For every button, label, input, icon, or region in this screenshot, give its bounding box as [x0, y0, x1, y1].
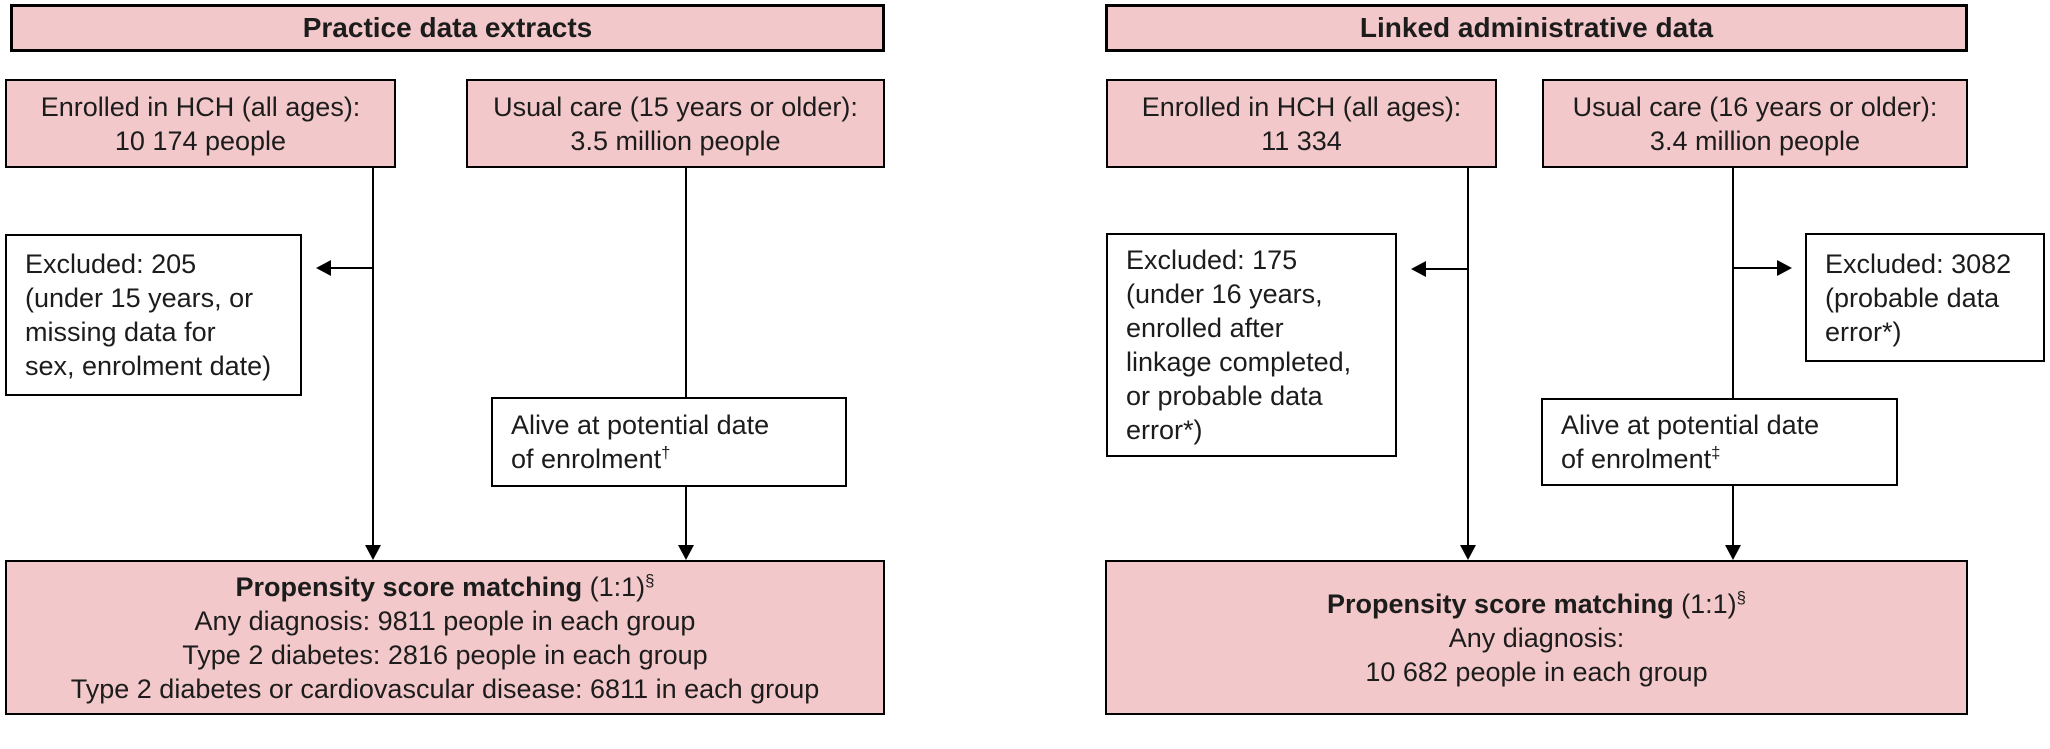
- panel-header-linked-admin: Linked administrative data: [1105, 4, 1968, 52]
- alive-text: Alive at potential date of enrolment‡: [1561, 410, 1820, 474]
- flow-line: [685, 168, 687, 397]
- matching-title: Propensity score matching (1:1)§: [235, 570, 655, 602]
- enrolled-hch-box-linked: Enrolled in HCH (all ages): 11 334: [1106, 79, 1497, 168]
- section-footnote-mark: §: [1736, 587, 1746, 607]
- flow-line: [1732, 486, 1734, 548]
- propensity-matching-box-linked: Propensity score matching (1:1)§ Any dia…: [1105, 560, 1968, 715]
- dagger-footnote-mark: †: [661, 443, 671, 462]
- arrow-left-icon: [316, 260, 331, 276]
- enrolled-hch-text: Enrolled in HCH (all ages): 11 334: [1141, 91, 1462, 156]
- arrow-down-icon: [1725, 545, 1741, 560]
- flow-line: [372, 168, 374, 548]
- section-footnote-mark: §: [645, 570, 655, 590]
- arrow-left-icon: [1411, 261, 1426, 277]
- alive-text: Alive at potential date of enrolment†: [511, 410, 770, 474]
- excluded-text: Excluded: 205 (under 15 years, or missin…: [25, 249, 272, 381]
- matching-details: Any diagnosis: 9811 people in each group…: [70, 605, 820, 704]
- flow-line: [1732, 168, 1734, 398]
- alive-box-practice: Alive at potential date of enrolment†: [491, 397, 847, 487]
- arrow-right-icon: [1777, 260, 1792, 276]
- arrow-down-icon: [678, 545, 694, 560]
- panel-header-practice-data: Practice data extracts: [10, 4, 885, 52]
- arrow-down-icon: [365, 545, 381, 560]
- enrolled-hch-text: Enrolled in HCH (all ages): 10 174 peopl…: [40, 91, 361, 156]
- excluded-box-linked-hch: Excluded: 175 (under 16 years, enrolled …: [1106, 233, 1397, 457]
- flow-line: [1425, 268, 1469, 270]
- usual-care-box-linked: Usual care (16 years or older): 3.4 mill…: [1542, 79, 1968, 168]
- alive-box-linked: Alive at potential date of enrolment‡: [1541, 398, 1898, 486]
- matching-details: Any diagnosis: 10 682 people in each gro…: [1365, 622, 1708, 687]
- usual-care-text: Usual care (16 years or older): 3.4 mill…: [1572, 91, 1938, 156]
- excluded-box-linked-usual-care: Excluded: 3082 (probable data error*): [1805, 233, 2045, 362]
- excluded-text: Excluded: 3082 (probable data error*): [1825, 248, 2012, 347]
- arrow-down-icon: [1460, 545, 1476, 560]
- usual-care-text: Usual care (15 years or older): 3.5 mill…: [493, 91, 858, 156]
- double-dagger-footnote-mark: ‡: [1711, 443, 1721, 462]
- flow-line: [1734, 267, 1778, 269]
- panel-title: Linked administrative data: [1359, 12, 1714, 43]
- flow-line: [685, 487, 687, 548]
- excluded-box-practice: Excluded: 205 (under 15 years, or missin…: [5, 234, 302, 396]
- excluded-text: Excluded: 175 (under 16 years, enrolled …: [1126, 245, 1352, 445]
- flow-line: [330, 267, 374, 269]
- usual-care-box-practice: Usual care (15 years or older): 3.5 mill…: [466, 79, 885, 168]
- flow-line: [1467, 168, 1469, 548]
- propensity-matching-box-practice: Propensity score matching (1:1)§ Any dia…: [5, 560, 885, 715]
- panel-title: Practice data extracts: [302, 12, 593, 43]
- enrolled-hch-box-practice: Enrolled in HCH (all ages): 10 174 peopl…: [5, 79, 396, 168]
- matching-title: Propensity score matching (1:1)§: [1327, 587, 1746, 619]
